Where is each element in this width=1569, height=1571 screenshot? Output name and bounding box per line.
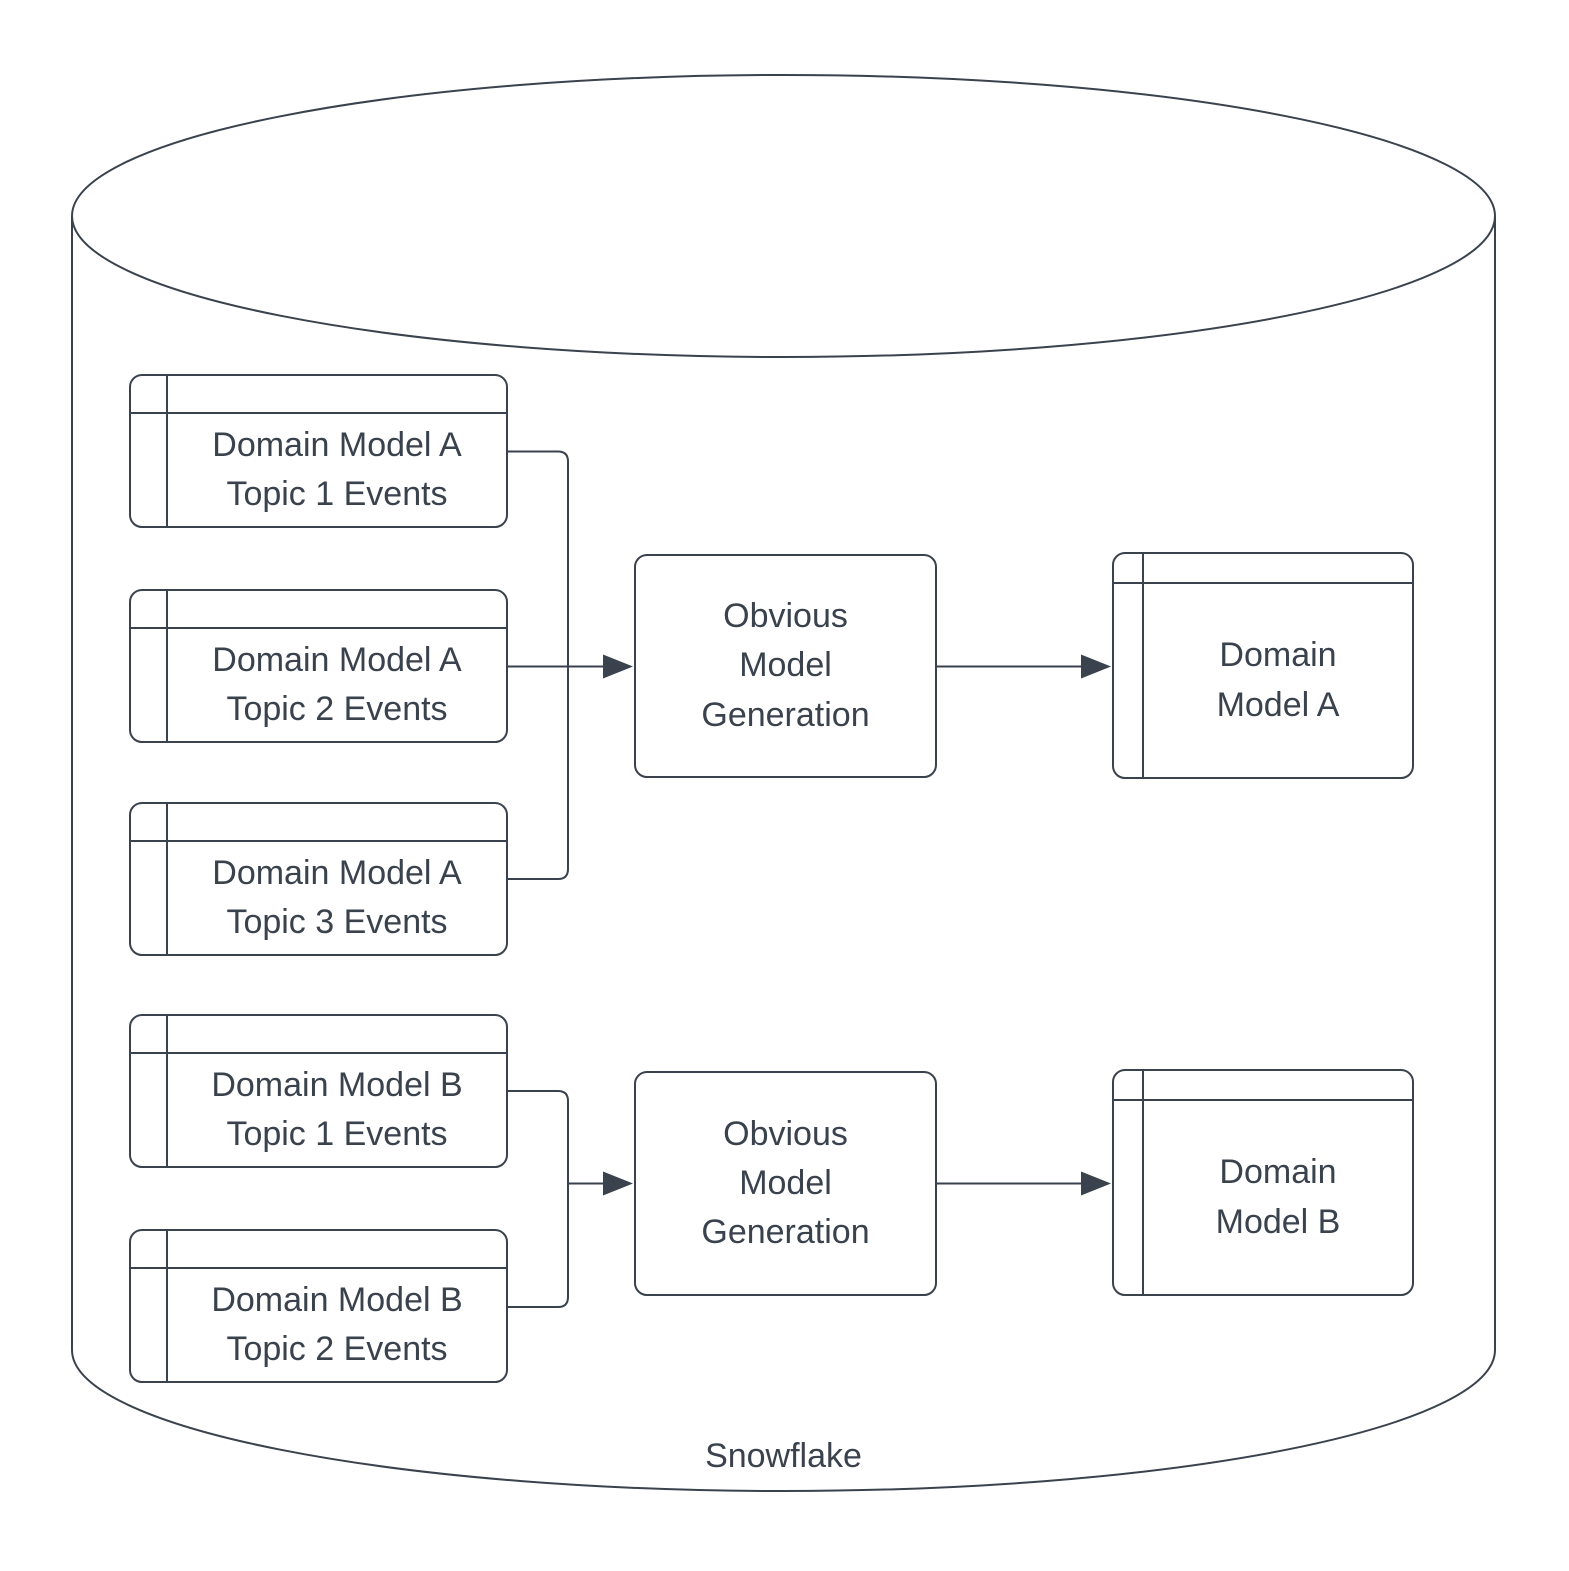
table-shape-output-a [1112, 552, 1414, 779]
process-box-b [634, 1071, 937, 1296]
connector-b-topic1-topic2-merge [507, 1090, 569, 1308]
table-shape-a-topic-2 [129, 589, 508, 743]
cylinder-top-ellipse [71, 74, 1496, 358]
table-shape-a-topic-1 [129, 374, 508, 528]
arrow-head-a-out [1081, 654, 1111, 679]
arrow-head-a-in [603, 654, 633, 679]
process-box-a [634, 554, 937, 778]
table-shape-a-topic-3 [129, 802, 508, 956]
arrow-head-b-out [1081, 1171, 1111, 1196]
connector-a-topic1-topic3-merge [507, 450, 569, 880]
table-shape-b-topic-2 [129, 1229, 508, 1383]
table-shape-output-b [1112, 1069, 1414, 1296]
table-shape-b-topic-1 [129, 1014, 508, 1168]
arrow-head-b-in [603, 1171, 633, 1196]
